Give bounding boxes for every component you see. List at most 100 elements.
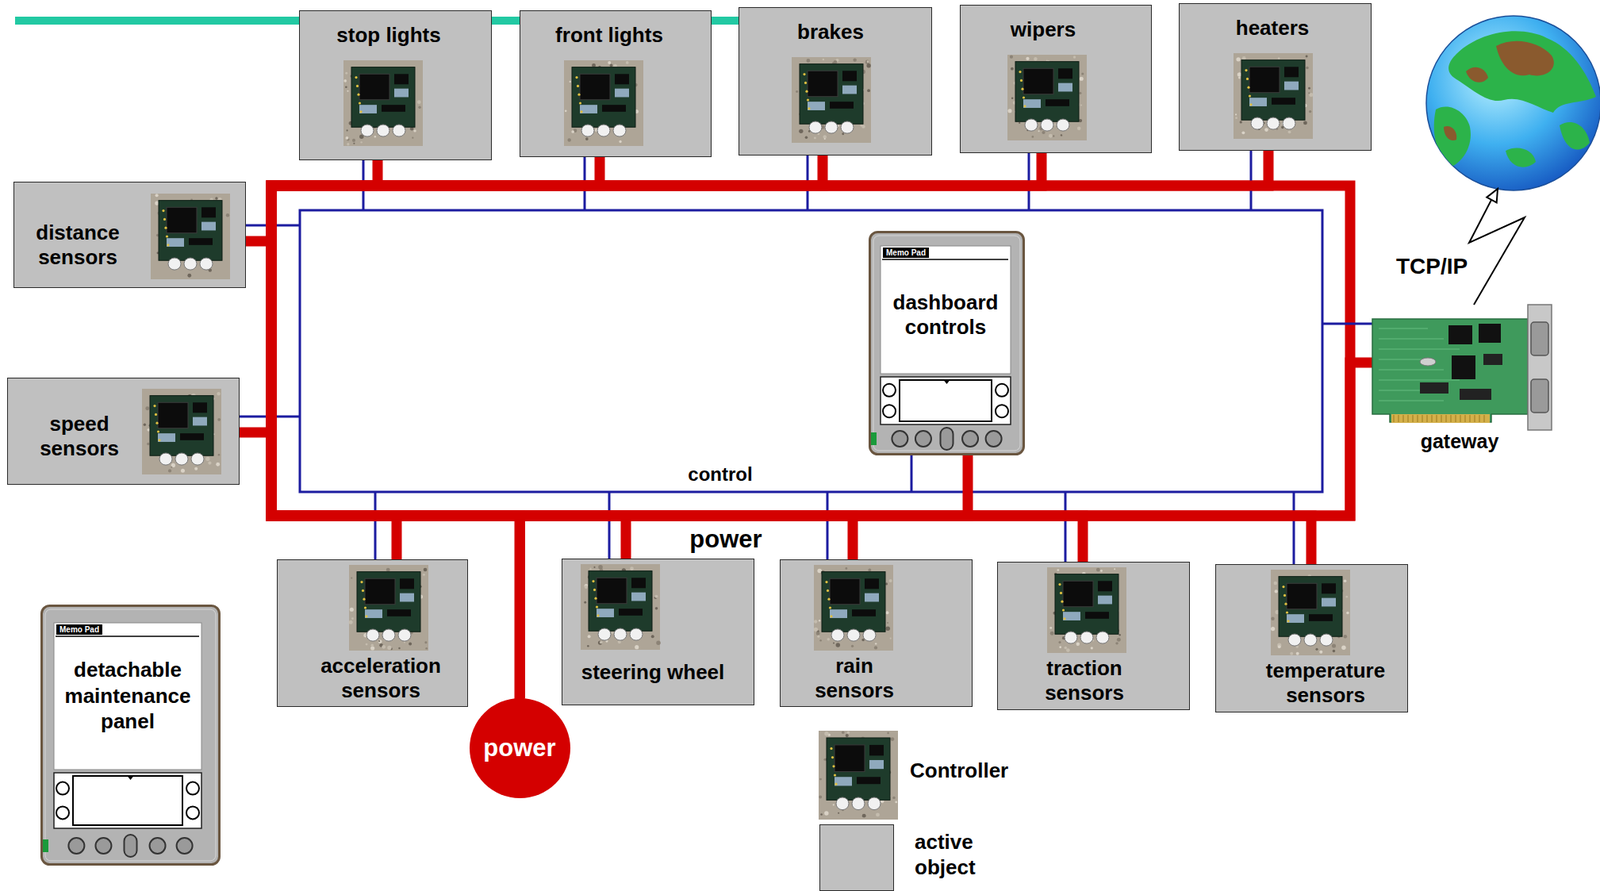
speckle [629, 566, 634, 571]
speckle [564, 110, 568, 113]
solder-point [807, 107, 810, 110]
legend-swatch [819, 824, 895, 891]
speckle [1064, 646, 1068, 650]
speckle [146, 442, 150, 446]
speckle [587, 644, 590, 648]
speckle [805, 135, 809, 139]
component [1286, 613, 1305, 623]
circuit-board [356, 571, 421, 633]
speckle [207, 460, 212, 465]
speckle [567, 138, 571, 142]
silk-icon [995, 404, 1009, 418]
memory-chip [864, 578, 879, 589]
control-stub [1064, 491, 1067, 562]
memory-chip [1058, 68, 1073, 79]
board-background [564, 60, 644, 146]
control-stub [826, 491, 829, 560]
component [1085, 611, 1109, 619]
speckle [1018, 122, 1021, 124]
speckle [571, 130, 575, 134]
speckle [892, 796, 895, 799]
trace [1378, 379, 1460, 381]
connector [629, 628, 643, 641]
solder-point [824, 580, 828, 584]
speckle [351, 617, 354, 620]
solder-point [1062, 608, 1065, 611]
app-button [68, 837, 85, 854]
speckle [365, 643, 369, 646]
circuit-board [571, 67, 636, 128]
chip [1478, 323, 1501, 343]
silk-icon [186, 782, 200, 795]
speckle [155, 193, 159, 197]
connector [831, 629, 845, 641]
speckle [844, 567, 848, 570]
connector [168, 257, 181, 270]
speckle [408, 642, 412, 646]
speckle [885, 626, 891, 632]
protocol-label: TCP/IP [1396, 253, 1468, 280]
contact [1479, 414, 1481, 423]
solder-point [1020, 79, 1023, 82]
speckle [418, 106, 421, 109]
speckle [851, 644, 854, 648]
speckle [417, 99, 422, 104]
component [394, 88, 409, 98]
pda-rim [873, 235, 1021, 451]
speckle [1058, 645, 1062, 649]
circuit-board [821, 571, 886, 633]
speckle [216, 391, 220, 396]
speckle [1058, 640, 1061, 644]
solder-point [1018, 70, 1021, 73]
component [1045, 99, 1070, 107]
trace [1378, 338, 1444, 340]
edge-connector [1391, 414, 1490, 423]
processor-chip [579, 73, 611, 100]
dashboard-pda: Memo Paddashboard controls [868, 230, 1025, 456]
processor-chip [166, 207, 197, 233]
connector [1096, 631, 1109, 644]
speckle [816, 631, 821, 636]
board-background [349, 564, 429, 651]
solder-point [154, 413, 158, 416]
solder-point [1058, 583, 1061, 586]
component [618, 608, 643, 616]
node-art [868, 230, 1025, 456]
speckle [885, 610, 889, 614]
solder-point [579, 101, 582, 104]
connector [836, 797, 849, 810]
bus-label: power [689, 525, 762, 554]
contact [1469, 414, 1471, 423]
connector [867, 797, 881, 810]
board-background [1007, 54, 1087, 141]
speckle [798, 129, 803, 134]
connector [398, 629, 411, 641]
speckle [1319, 650, 1323, 654]
solder-point [364, 614, 368, 618]
speckle [378, 639, 383, 644]
solder-point [358, 101, 361, 104]
speckle [859, 124, 863, 127]
solder-point [157, 438, 161, 442]
connector [376, 124, 390, 137]
connector [1304, 633, 1317, 646]
connector [613, 628, 627, 641]
solder-point [594, 597, 597, 600]
component [359, 104, 377, 114]
speckle [584, 585, 588, 589]
circuit-board [826, 737, 891, 800]
controller-board [349, 564, 429, 651]
contact [1474, 414, 1476, 423]
power-ring [271, 185, 1351, 516]
solder-point [364, 606, 367, 609]
connector [1282, 117, 1296, 130]
connector [863, 629, 876, 641]
speckle [170, 466, 173, 469]
speckle [1235, 116, 1238, 119]
component [157, 433, 176, 442]
scroll-button [940, 427, 954, 450]
app-button [891, 430, 908, 447]
solder-point [356, 93, 360, 96]
title-rule [882, 258, 1009, 261]
speckle [634, 644, 639, 649]
